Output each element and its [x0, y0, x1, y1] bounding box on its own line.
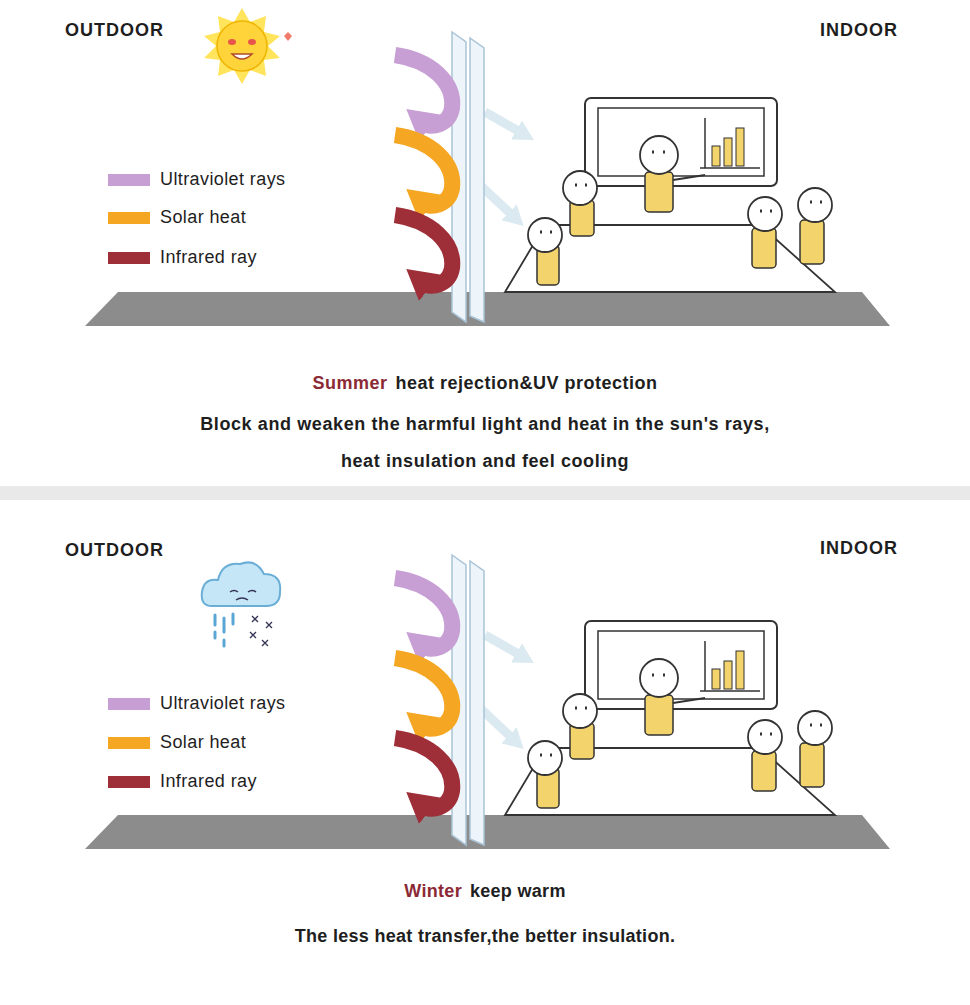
caption-line: heat insulation and feel cooling	[0, 451, 970, 472]
label-text: INDOOR	[820, 538, 898, 559]
caption-line: The less heat transfer,the better insula…	[0, 926, 970, 947]
summer-scene	[85, 32, 890, 326]
label-text: OUTDOOR	[65, 540, 164, 561]
label-text: OUTDOOR	[65, 20, 164, 41]
legend-text: Ultraviolet rays	[160, 169, 285, 190]
winter-scene	[85, 555, 890, 849]
legend-swatch	[108, 737, 150, 749]
caption-line: Summer heat rejection&UV protection	[0, 373, 970, 394]
legend-swatch	[108, 776, 150, 788]
label-text: Winter	[404, 881, 462, 902]
legend-text: Infrared ray	[160, 247, 257, 268]
label-text: heat insulation and feel cooling	[341, 451, 629, 472]
legend-text: Infrared ray	[160, 771, 257, 792]
label-text: Summer	[312, 373, 387, 394]
legend-text: Ultraviolet rays	[160, 693, 285, 714]
rain-cloud-icon	[202, 562, 280, 646]
label-text: Block and weaken the harmful light and h…	[200, 414, 770, 435]
legend-text: Solar heat	[160, 207, 246, 228]
label-text: heat rejection&UV protection	[395, 373, 657, 394]
legend-swatch	[108, 174, 150, 186]
sun-icon	[204, 8, 292, 84]
legend-text: Solar heat	[160, 732, 246, 753]
legend-swatch	[108, 212, 150, 224]
divider	[0, 486, 970, 500]
legend-swatch	[108, 252, 150, 264]
label-text: The less heat transfer,the better insula…	[295, 926, 676, 947]
legend-swatch	[108, 698, 150, 710]
caption-line: Winter keep warm	[0, 881, 970, 902]
label-text: keep warm	[470, 881, 566, 902]
caption-line: Block and weaken the harmful light and h…	[0, 414, 970, 435]
label-text: INDOOR	[820, 20, 898, 41]
